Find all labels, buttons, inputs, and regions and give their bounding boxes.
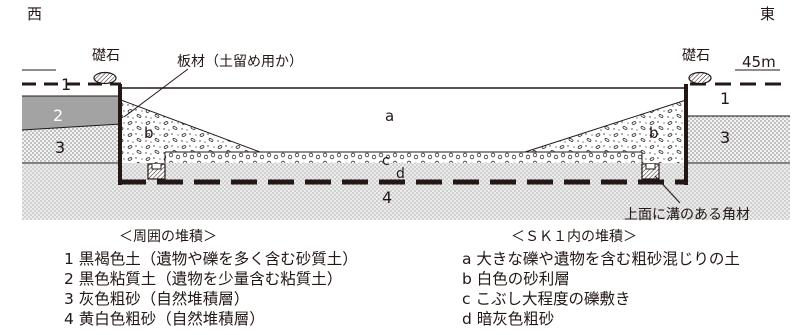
foundation-stone-right-label: 礎石	[682, 48, 710, 64]
legend-right-item: c こぶし大程度の礫敷き	[462, 290, 631, 308]
layer-b-left-area	[121, 100, 260, 163]
layer-3-left-label: 3	[55, 138, 65, 157]
layer-2-left-area	[22, 96, 121, 130]
grooved-timber-left	[147, 163, 166, 180]
layer-c-area	[165, 152, 642, 163]
legend-left-item: 1 黒褐色土（遺物や礫を多く含む砂質土）	[64, 250, 358, 268]
layer-d-label: d	[396, 166, 405, 182]
grooved-timber-right	[641, 163, 660, 180]
legend-left-caption: ＜周囲の堆積＞	[119, 229, 217, 245]
layer-b-right-label: b	[649, 124, 659, 142]
legend-right: a 大きな礫や遺物を含む粗砂混じりの土 b 白色の砂利層 c こぶし大程度の礫敷…	[462, 249, 740, 329]
legend-right-caption: ＜ＳＫ１内の堆積＞	[511, 229, 637, 245]
layer-a-label: a	[385, 107, 394, 125]
foundation-stone-left-label: 礎石	[92, 48, 120, 64]
layer-1-right-label: 1	[720, 89, 730, 108]
direction-west: 西	[27, 5, 42, 23]
board-note-label: 板材（土留め用か）	[177, 54, 303, 70]
layer-4-label: 4	[382, 188, 392, 207]
layer-1-left-label: 1	[61, 75, 71, 94]
legend-left-item: 3 灰色粗砂（自然堆積層）	[64, 290, 250, 308]
legend-left: 1 黒褐色土（遺物や礫を多く含む砂質土） 2 黒色粘質土（遺物を少量含む粘質土）…	[64, 249, 358, 329]
layer-2-label: 2	[53, 106, 63, 125]
legend-right-item: a 大きな礫や遺物を含む粗砂混じりの土	[462, 250, 740, 268]
direction-east: 東	[760, 5, 775, 23]
legend-left-item: 2 黒色粘質土（遺物を少量含む粘質土）	[64, 270, 343, 288]
layer-3-left-area	[22, 124, 121, 163]
foundation-stone-right-icon	[688, 71, 712, 85]
foundation-stone-left-icon	[93, 71, 117, 85]
timber-note-leader	[654, 175, 681, 204]
board-note-leader	[123, 68, 189, 118]
layer-b-right-area	[525, 100, 686, 163]
legend-left-item: 4 黄白色粗砂（自然堆積層）	[64, 310, 265, 328]
layer-b-left-label: b	[144, 124, 154, 142]
elevation-label: 45m	[742, 53, 776, 71]
grooved-timber-note-label: 上面に溝のある角材	[624, 207, 750, 223]
layer-3-right-area	[686, 116, 790, 163]
layer-3-right-label: 3	[720, 128, 730, 147]
legend-right-item: b 白色の砂利層	[462, 270, 570, 288]
layer-c-label: c	[382, 153, 390, 169]
legend-right-item: d 暗灰色粗砂	[462, 310, 555, 328]
